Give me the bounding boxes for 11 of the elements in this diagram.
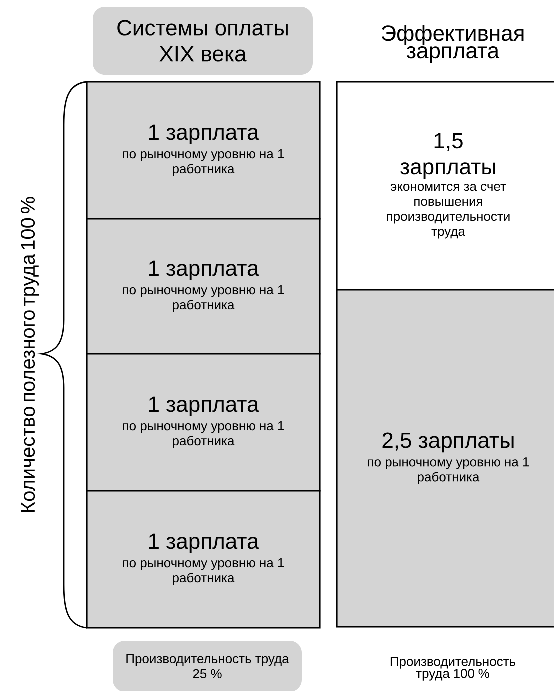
column-heading: Эффективная зарплата	[382, 25, 524, 63]
axis-label: Количество полезного труда 100 %	[20, 197, 40, 512]
header-box: Системы оплаты XIX века	[93, 7, 313, 75]
salary-cell: 1 зарплата по рыночному уровню на 1 работника	[86, 490, 321, 629]
salary-cell: 2,5 зарплаты по рыночному уровню на 1 работника	[336, 289, 554, 628]
footer-box: Производительность труда 25 %	[113, 641, 302, 691]
salary-cell: 1 зарплата по рыночному уровню на 1 работника	[86, 81, 321, 220]
salary-cell: 1,5 зарплаты экономится за счет повышения производительности труда	[336, 81, 554, 291]
salary-cell: 1 зарплата по рыночному уровню на 1 работника	[86, 353, 321, 492]
footer-text: Производительность труда 100 %	[390, 657, 516, 681]
salary-cell: 1 зарплата по рыночному уровню на 1 работника	[86, 218, 321, 355]
